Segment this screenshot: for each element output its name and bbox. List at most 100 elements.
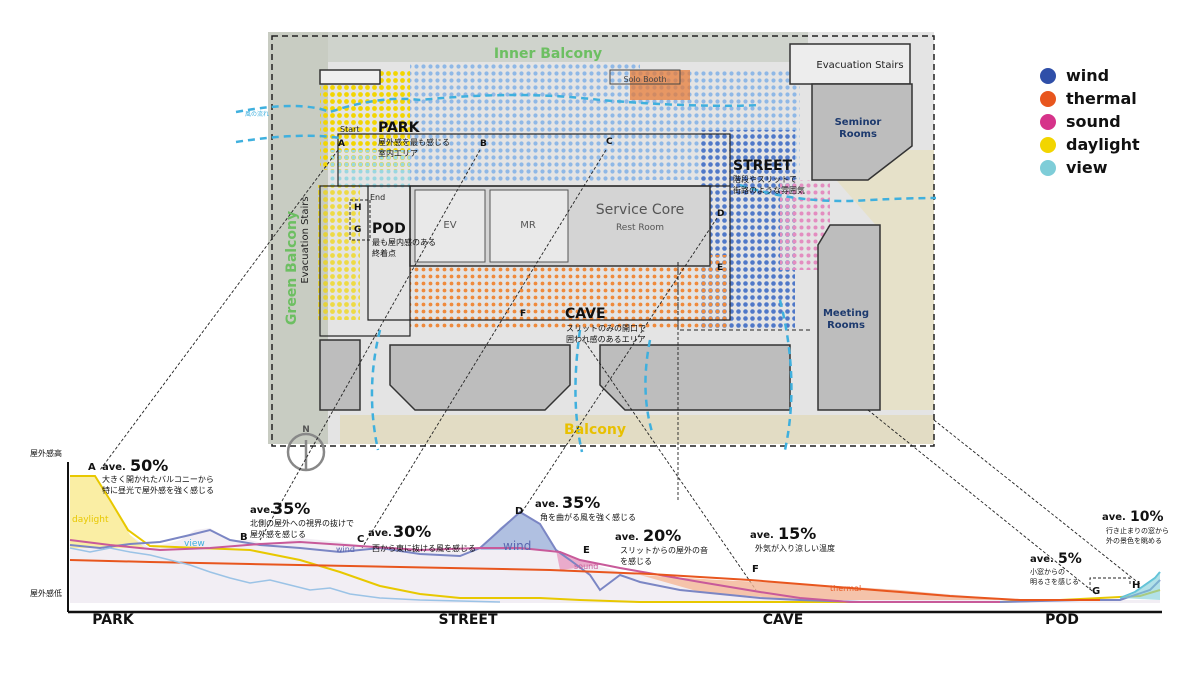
svg-text:E: E (583, 545, 590, 556)
plan-point-b: B (480, 139, 487, 149)
mr-room (489, 189, 569, 263)
plan-point-a: A (338, 139, 345, 149)
svg-text:外の景色を眺める: 外の景色を眺める (1106, 536, 1162, 545)
pod-inner-outline (349, 199, 371, 241)
svg-text:最も屋内感のある: 最も屋内感のある (372, 237, 436, 247)
annotation-a: A ave. 50% 大きく開かれたバルコニーから 特に昼光で屋外感を強く感じる (88, 456, 214, 495)
plan-point-h: H (354, 203, 362, 213)
annotation-c: C ave. 30% 西から東に抜ける風を感じる (357, 522, 476, 553)
zone-street: STREET 階段やスリットで 街路のような雰囲気 (733, 158, 805, 195)
solo-booth-box (609, 69, 681, 85)
plan-point-d: D (717, 209, 724, 219)
wind-peak-fill (480, 512, 556, 550)
profile-chart: 屋外感高 屋外感低 PARK STREET CAVE POD daylight … (30, 448, 1169, 628)
zone-label-park: PARK (92, 612, 135, 628)
daylight-series-label: daylight (72, 515, 109, 525)
svg-text:50%: 50% (130, 456, 168, 475)
legend-label: wind (1066, 66, 1110, 85)
svg-text:D: D (515, 506, 523, 517)
zone-label-street: STREET (438, 612, 498, 628)
zone-pod: POD 最も屋内感のある 終着点 (372, 221, 436, 258)
svg-text:ave.: ave. (1030, 554, 1054, 565)
wind-color-dot-icon (1040, 67, 1056, 84)
view-color-dot-icon (1040, 159, 1056, 176)
room-south-1 (389, 344, 571, 411)
svg-text:屋外感を感じる: 屋外感を感じる (250, 529, 306, 539)
zone-label-cave: CAVE (763, 612, 804, 628)
evacuation-stairs-left-label: Evacuation Stairs (300, 196, 311, 283)
svg-text:屋外感を最も感じる: 屋外感を最も感じる (378, 137, 450, 147)
svg-text:ave.: ave. (368, 528, 392, 539)
svg-text:行き止まりの窓から: 行き止まりの窓から (1106, 526, 1169, 535)
legend-label: thermal (1066, 89, 1137, 108)
view-dots-park (330, 150, 410, 190)
green-balcony-label: Green Balcony (284, 211, 300, 325)
svg-text:35%: 35% (562, 493, 600, 512)
svg-text:35%: 35% (272, 499, 310, 518)
ev-room (414, 189, 486, 263)
thermal-series-label: thermal (830, 584, 861, 593)
wind-series-label-1: wind (336, 545, 355, 554)
room-south-2 (599, 344, 791, 411)
floor-plan: Inner Balcony Green Balcony Balcony Evac… (235, 32, 937, 472)
svg-text:ave.: ave. (102, 462, 126, 473)
svg-text:明るさを感じる: 明るさを感じる (1030, 577, 1079, 586)
svg-text:階段やスリットで: 階段やスリットで (733, 174, 797, 184)
plan-outline (271, 35, 935, 447)
thermal-line (69, 559, 1100, 601)
inner-balcony-label: Inner Balcony (494, 46, 602, 62)
legend-label: sound (1066, 112, 1121, 131)
svg-text:15%: 15% (778, 524, 816, 543)
svg-text:囲われ感のあるエリア: 囲われ感のあるエリア (566, 334, 646, 344)
north-compass: N (286, 425, 326, 472)
wind-series-label-2: wind (503, 539, 531, 553)
service-core-label: Service Core (596, 202, 685, 218)
svg-text:北側の屋外への視界の抜けで: 北側の屋外への視界の抜けで (250, 518, 354, 528)
legend-item-wind: wind (1040, 64, 1140, 87)
svg-text:スリットからの屋外の音: スリットからの屋外の音 (620, 545, 708, 555)
svg-text:ave.: ave. (1102, 512, 1126, 523)
svg-text:ave.: ave. (750, 530, 774, 541)
legend-item-daylight: daylight (1040, 133, 1140, 156)
legend-item-sound: sound (1040, 110, 1140, 133)
view-dots (410, 62, 640, 182)
annotation-b: B ave. 35% 北側の屋外への視界の抜けで 屋外感を感じる (240, 499, 354, 543)
plan-point-c: C (606, 137, 613, 147)
route-south (367, 186, 731, 321)
pod-bracket (1089, 577, 1131, 590)
solo-booth-label: Solo Booth (623, 75, 666, 84)
annotation-d: D ave. 35% 角を曲がる風を強く感じる (515, 493, 636, 522)
svg-text:B: B (240, 532, 248, 543)
view-line (69, 547, 501, 603)
sound-color-dot-icon (1040, 113, 1056, 130)
legend-label: daylight (1066, 135, 1140, 154)
svg-text:ave.: ave. (535, 499, 559, 510)
annotation-f: F ave. 15% 外気が入り涼しい温度 (750, 524, 835, 575)
legend: wind thermal sound daylight view (1040, 64, 1140, 179)
annotation-g: G ave. 5% 小窓からの 明るさを感じる (1030, 551, 1100, 597)
room-sw (319, 339, 361, 411)
inner-balcony-area (328, 32, 808, 62)
rest-room-label: Rest Room (616, 223, 664, 233)
seminar-rooms-block (811, 83, 913, 181)
svg-text:ave.: ave. (250, 505, 274, 516)
annotation-e: E ave. 20% スリットからの屋外の音 を感じる (583, 526, 708, 566)
solo-bench (319, 69, 381, 85)
meeting-rooms-block (817, 224, 881, 411)
svg-text:G: G (1092, 586, 1100, 597)
svg-text:C: C (357, 534, 364, 545)
zone-park: PARK 屋外感を最も感じる 室内エリア (378, 120, 450, 158)
daylight-color-dot-icon (1040, 136, 1056, 153)
daylight-fill (70, 476, 145, 548)
zone-label-pod: POD (1045, 612, 1079, 628)
pod-outline (319, 185, 411, 337)
svg-text:終着点: 終着点 (372, 248, 396, 258)
svg-text:小窓からの: 小窓からの (1030, 567, 1065, 576)
y-low-label: 屋外感低 (30, 588, 62, 598)
connector-lines (99, 149, 1141, 595)
svg-text:H: H (1132, 580, 1140, 591)
legend-item-thermal: thermal (1040, 87, 1140, 110)
svg-text:を感じる: を感じる (620, 556, 652, 566)
route-north (337, 133, 731, 187)
